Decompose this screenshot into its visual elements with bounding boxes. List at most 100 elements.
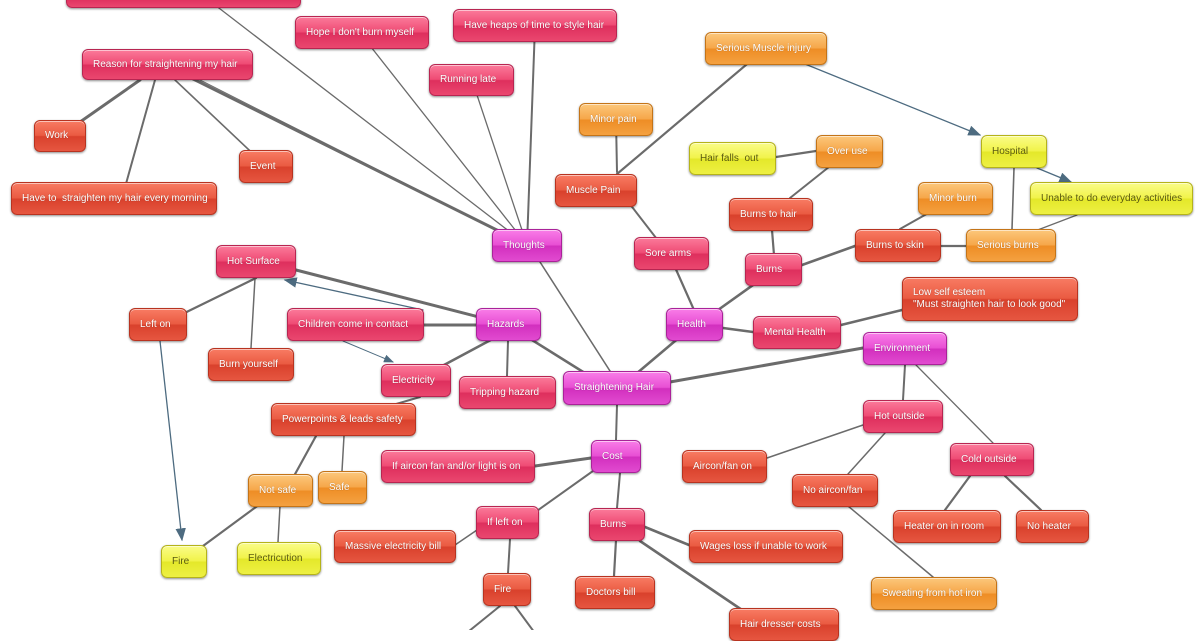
connector-line [201, 502, 262, 548]
connector-line [943, 474, 972, 512]
node-hair-falls-out[interactable]: Hair falls out [689, 142, 776, 175]
arrow-connector [1036, 167, 1073, 183]
node-tripping-hazard[interactable]: Tripping hazard [459, 376, 556, 409]
connector-line [766, 424, 864, 459]
arrow-connector [283, 277, 424, 311]
node-reason[interactable]: Reason for straightening my hair [82, 49, 253, 80]
connector-line [1003, 474, 1043, 512]
connector-line [615, 404, 618, 441]
node-no-aircon[interactable]: No aircon/fan [792, 474, 878, 507]
node-sore-arms[interactable]: Sore arms [634, 237, 709, 270]
connector-line [514, 605, 534, 630]
node-health[interactable]: Health [666, 308, 723, 341]
connector-line [839, 308, 904, 327]
connector-line [770, 228, 776, 257]
node-hospital[interactable]: Hospital [981, 135, 1047, 168]
node-straightening-hair[interactable]: Straightening Hair [563, 371, 671, 405]
connector-line [277, 505, 281, 543]
node-low-self-esteem[interactable]: Low self esteem "Must straighten hair to… [902, 277, 1078, 321]
node-electrocution[interactable]: Electricution [237, 542, 321, 575]
connector-line [341, 435, 345, 472]
node-hazards[interactable]: Hazards [476, 308, 541, 341]
node-burns-health[interactable]: Burns [745, 253, 802, 286]
node-aircon-fan-on[interactable]: Aircon/fan on [682, 450, 767, 483]
node-burns-to-skin[interactable]: Burns to skin [855, 229, 941, 262]
connector-line [199, 79, 528, 246]
node-left-on[interactable]: Left on [129, 308, 187, 341]
node-environment[interactable]: Environment [863, 332, 947, 365]
connector-line [294, 268, 512, 327]
connector-line [638, 539, 747, 614]
connector-line [774, 149, 818, 159]
node-thoughts[interactable]: Thoughts [492, 229, 562, 262]
node-electricity[interactable]: Electricity [381, 364, 451, 397]
connector-line [506, 340, 509, 377]
connector-line [471, 79, 528, 246]
node-cost[interactable]: Cost [591, 440, 641, 473]
node-event[interactable]: Event [239, 150, 293, 183]
node-if-left-on[interactable]: If left on [476, 506, 539, 539]
connector-line [668, 346, 865, 384]
connector-line [615, 46, 768, 176]
node-burns-cost[interactable]: Burns [589, 508, 645, 541]
node-not-safe[interactable]: Not safe [248, 474, 313, 507]
connector-line [468, 605, 501, 630]
node-cold-outside[interactable]: Cold outside [950, 443, 1034, 476]
connector-line [454, 529, 478, 546]
connector-line [915, 364, 994, 444]
node-fire-cost[interactable]: Fire [483, 573, 531, 606]
node-powerpoints[interactable]: Powerpoints & leads safety [271, 403, 416, 436]
node-hope[interactable]: Hope I don't burn myself [295, 16, 429, 49]
connector-line [612, 538, 618, 578]
connector-line [1011, 167, 1015, 230]
node-safe[interactable]: Safe [318, 471, 367, 504]
node-heater-on[interactable]: Heater on in room [893, 510, 1001, 543]
connector-line [800, 244, 857, 267]
connector-line [533, 456, 593, 468]
connector-line [1034, 214, 1078, 232]
node-doctors-bill[interactable]: Doctors bill [575, 576, 655, 609]
node-work[interactable]: Work [34, 120, 86, 152]
connector-line [721, 326, 755, 334]
connector-line [616, 472, 621, 509]
node-sweating[interactable]: Sweating from hot iron [871, 577, 997, 610]
arrow-connector [159, 340, 186, 542]
node-muscle-pain[interactable]: Muscle Pain [555, 174, 637, 207]
node-hot-outside[interactable]: Hot outside [863, 400, 943, 433]
node-running-late[interactable]: Running late [429, 64, 514, 96]
connector-line [533, 465, 601, 514]
connector-line [292, 434, 318, 478]
node-mental-health[interactable]: Mental Health [753, 316, 841, 349]
node-minor-burn[interactable]: Minor burn [918, 182, 993, 215]
node-minor-pain[interactable]: Minor pain [579, 103, 653, 136]
connector-line [526, 25, 536, 246]
node-aircon-left-on[interactable]: If aircon fan and/or light is on [381, 450, 535, 483]
connector-line [507, 538, 511, 574]
node-unable[interactable]: Unable to do everyday activities [1030, 182, 1193, 215]
node-over-use[interactable]: Over use [816, 135, 883, 168]
node-burns-to-hair[interactable]: Burns to hair [729, 198, 813, 231]
connector-line [643, 525, 691, 547]
connector-line [250, 277, 256, 349]
node-wages-loss[interactable]: Wages loss if unable to work [689, 530, 843, 563]
node-no-heater[interactable]: No heater [1016, 510, 1089, 543]
arrow-connector [804, 63, 982, 136]
node-massive-bill[interactable]: Massive electricity bill [334, 530, 456, 563]
connector-line [902, 364, 906, 401]
node-hairdresser-costs[interactable]: Hair dresser costs [729, 608, 839, 641]
node-top-cut[interactable] [66, 0, 301, 8]
connector-line [539, 261, 611, 372]
node-have-to[interactable]: Have to straighten my hair every morning [11, 182, 217, 215]
connector-line [847, 432, 886, 475]
arrow-connector [342, 340, 394, 363]
connector-line [359, 32, 528, 246]
node-serious-burns[interactable]: Serious burns [966, 229, 1056, 262]
node-burn-yourself[interactable]: Burn yourself [208, 348, 294, 381]
node-children-contact[interactable]: Children come in contact [287, 308, 424, 341]
node-serious-muscle-injury[interactable]: Serious Muscle injury [705, 32, 827, 65]
node-hot-surface[interactable]: Hot Surface [216, 245, 296, 278]
node-fire-left[interactable]: Fire [161, 545, 207, 578]
connector-line [214, 4, 528, 246]
node-heaps[interactable]: Have heaps of time to style hair [453, 9, 617, 42]
